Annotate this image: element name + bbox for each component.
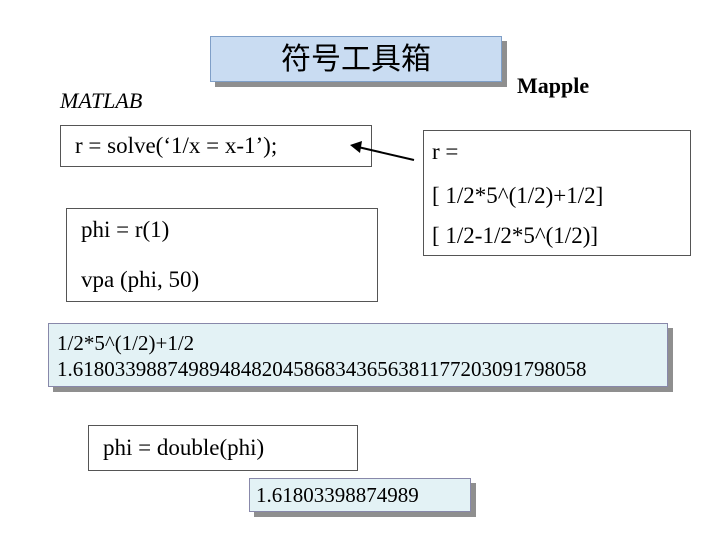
vpa-value: 1.61803398874989484820458683436563811772… xyxy=(57,357,587,381)
double-code-box: phi = double(phi) xyxy=(88,425,358,471)
result-root2: [ 1/2-1/2*5^(1/2)] xyxy=(432,223,599,248)
solve-code-box: r = solve(‘1/x = x-1’); xyxy=(60,125,372,167)
phi-code-box: phi = r(1) vpa (phi, 50) xyxy=(66,208,378,302)
solve-code-line: r = solve(‘1/x = x-1’); xyxy=(75,133,278,158)
matlab-logo: MATLAB xyxy=(60,88,142,114)
page-title: 符号工具箱 xyxy=(281,43,431,76)
result-root1: [ 1/2*5^(1/2)+1/2] xyxy=(432,183,604,208)
phi-code-line: phi = r(1) xyxy=(81,217,170,242)
vpa-output-box: 1/2*5^(1/2)+1/2 1.6180339887498948482045… xyxy=(48,323,668,387)
vpa-expression: 1/2*5^(1/2)+1/2 xyxy=(57,331,195,355)
mapple-label: Mapple xyxy=(517,73,590,98)
result-r-label: r = xyxy=(432,139,459,164)
mapple-result-box: r = [ 1/2*5^(1/2)+1/2] [ 1/2-1/2*5^(1/2)… xyxy=(423,130,691,256)
double-output-box: 1.61803398874989 xyxy=(249,478,471,512)
title-box: 符号工具箱 xyxy=(210,36,502,82)
vpa-code-line: vpa (phi, 50) xyxy=(81,267,200,292)
matlab-logo-text: MATLAB xyxy=(60,88,143,113)
double-code-line: phi = double(phi) xyxy=(103,435,265,460)
double-output-value: 1.61803398874989 xyxy=(256,483,419,507)
